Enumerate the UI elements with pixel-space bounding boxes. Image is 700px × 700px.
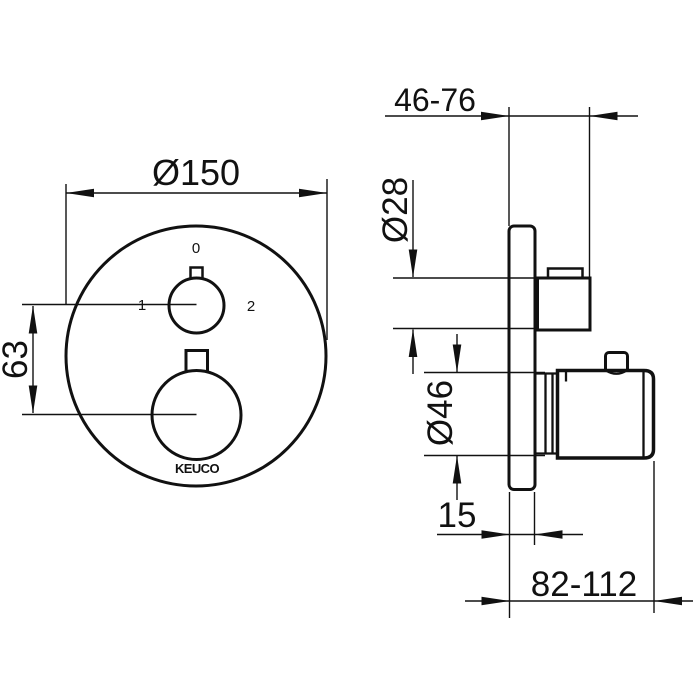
dim-handle-spacing: 63: [0, 305, 38, 414]
dim-small-handle-diameter: Ø28: [376, 177, 538, 374]
large-handle-tab: [184, 349, 209, 372]
position-label-1: 1: [138, 297, 146, 314]
arrowhead-up: [452, 455, 462, 484]
arrowhead-right: [481, 530, 510, 539]
dim-depth-small-handle: 46-76: [385, 82, 638, 278]
small-handle-circle: [167, 276, 226, 335]
dim-depth-total: 82-112: [465, 461, 693, 613]
dim-label-large-diameter: Ø46: [421, 380, 460, 446]
arrowhead-right: [481, 111, 509, 121]
dim-label-faceplate-diameter: Ø150: [152, 152, 240, 193]
dim-label-depth-total: 82-112: [531, 565, 637, 604]
arrowhead-right: [299, 188, 327, 198]
grip-tab-base-arc: [605, 369, 628, 375]
arrowhead-left: [534, 530, 563, 539]
position-label-0: 0: [192, 240, 200, 257]
arrowhead-up: [28, 305, 38, 334]
faceplate-profile: [507, 224, 537, 491]
side-view: 46-76 Ø28 Ø46 1: [376, 82, 693, 618]
brand-logo: KEUCO: [175, 461, 219, 476]
dim-faceplate-diameter: Ø150: [65, 152, 328, 340]
arrowhead-down: [408, 249, 418, 278]
dim-faceplate-thickness: 15: [437, 492, 583, 618]
small-handle-ridge: [546, 267, 584, 278]
large-handle-profile: [555, 368, 656, 460]
front-view: 0 1 2 KEUCO Ø150 63: [0, 152, 328, 488]
arrowhead-up: [408, 329, 418, 357]
arrowhead-left: [66, 188, 94, 198]
small-handle-profile: [536, 276, 592, 332]
small-handle-tab: [189, 266, 204, 279]
arrowhead-left: [654, 596, 682, 606]
arrowhead-down: [28, 385, 38, 414]
position-label-2: 2: [247, 298, 255, 315]
dim-large-handle-diameter: Ø46: [421, 334, 545, 500]
arrowhead-left: [589, 111, 618, 121]
dim-label-small-diameter: Ø28: [376, 177, 415, 243]
arrowhead-down: [452, 344, 462, 373]
dim-label-depth-small: 46-76: [394, 82, 476, 118]
arrowhead-right: [481, 596, 510, 606]
dim-label-handle-spacing: 63: [0, 340, 35, 379]
dim-label-thickness: 15: [438, 496, 477, 535]
